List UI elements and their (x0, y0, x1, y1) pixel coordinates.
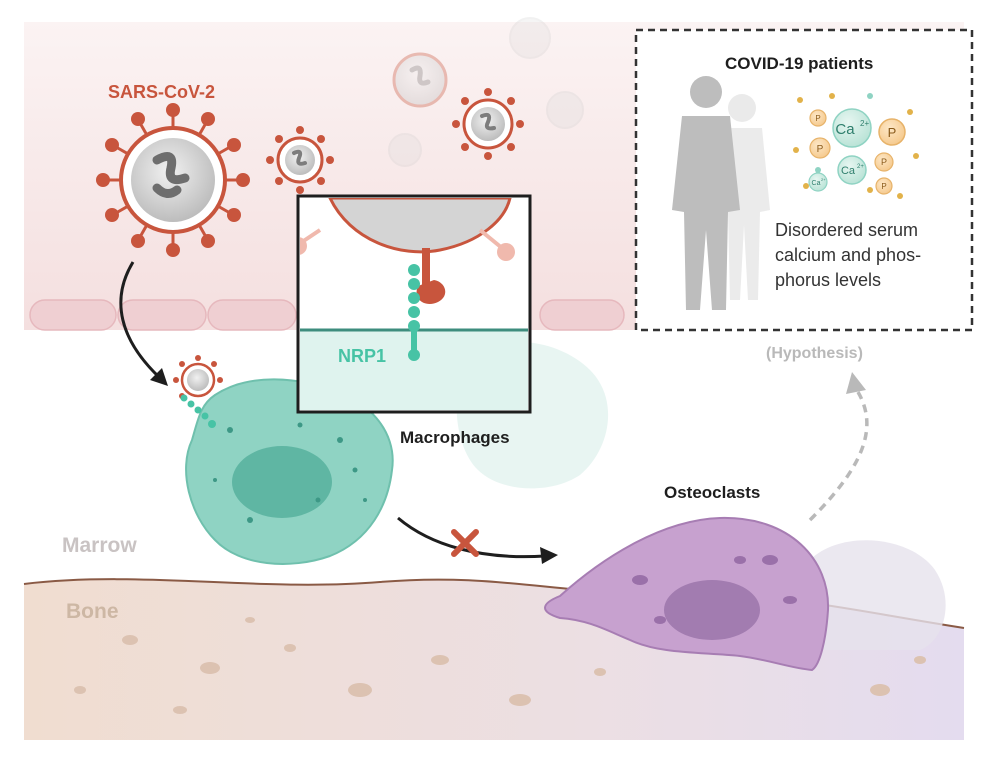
sars-cov-2-label: SARS-CoV-2 (108, 82, 216, 102)
calcium-ion-large (832, 108, 872, 148)
serum-description-line-3: phorus levels (775, 270, 882, 290)
background-virus-faded-1 (392, 52, 448, 108)
calcium-ion-small (808, 172, 828, 192)
osteoclast-cell (544, 516, 830, 672)
background-virus-faded-2 (509, 17, 551, 59)
calcium-ion-small-label: Ca (812, 180, 821, 187)
phosphorus-ion-large (878, 118, 906, 146)
infection-arrow-head (150, 368, 168, 386)
calcium-ion-small-charge: 2+ (821, 177, 826, 182)
osteoclasts-label: Osteoclasts (664, 483, 761, 502)
covid-patients-title: COVID-19 patients (725, 54, 874, 73)
phosphorus-ion-3 (874, 152, 894, 172)
background-virus-faded-4 (388, 133, 422, 167)
phosphorus-ion-large-label: P (888, 125, 897, 140)
marrow-label: Marrow (62, 534, 137, 557)
calcium-ion-medium (837, 155, 867, 185)
phosphorus-ion-4 (875, 177, 893, 195)
phosphorus-ion-1-label: P (817, 144, 824, 155)
small-virus-2 (266, 126, 334, 194)
serum-description-line-2: calcium and phos- (775, 245, 922, 265)
bone-speckles (74, 617, 926, 714)
phosphorus-ion-2 (809, 109, 827, 127)
nrp1-inset-box (296, 194, 532, 414)
macrophage-cell (185, 378, 394, 565)
bound-nrp1 (180, 394, 216, 428)
hypothesis-arrow (808, 391, 869, 522)
serum-description-line-1: Disordered serum (775, 220, 919, 240)
phosphorus-ion-2-label: P (815, 114, 820, 123)
patient-silhouette-front (672, 76, 740, 310)
calcium-ion-large-charge: 2+ (860, 119, 869, 128)
phosphorus-ion-1 (809, 137, 831, 159)
calcium-ion-medium-label: Ca (841, 165, 856, 177)
serum-description: Disordered serum calcium and phos- phoru… (775, 218, 975, 293)
bone-label: Bone (66, 600, 119, 623)
phosphorus-ion-4-label: P (881, 182, 886, 191)
phosphorus-ion-3-label: P (881, 157, 887, 167)
differentiation-arrow-head (540, 547, 558, 564)
hypothesis-arrow-head (846, 372, 866, 394)
macrophages-label: Macrophages (400, 428, 510, 447)
nrp1-label: NRP1 (338, 346, 387, 366)
endothelial-cells (29, 299, 625, 331)
background-virus-faded-3 (546, 91, 584, 129)
blocked-x-icon (451, 529, 479, 557)
calcium-ion-medium-charge: 2+ (857, 164, 864, 170)
sars-cov-2-virus (96, 103, 250, 257)
small-virus-1 (452, 88, 524, 160)
calcium-ion-large-label: Ca (835, 121, 855, 138)
infection-arrow (119, 261, 162, 380)
ion-particles (793, 93, 919, 199)
hypothesis-label: (Hypothesis) (766, 345, 863, 362)
osteoclast-faded (801, 540, 946, 650)
